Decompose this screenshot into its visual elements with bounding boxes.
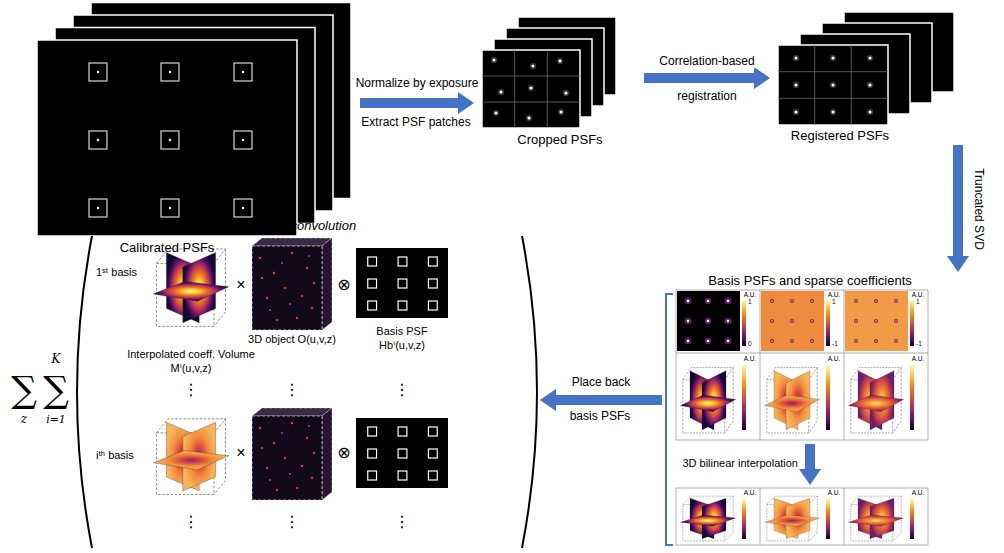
colorbar-unit: A.U.: [828, 489, 841, 496]
math-symbol: Mⁱ(u,v,z): [171, 362, 212, 375]
edge-sublabel: Extract PSF patches: [361, 116, 470, 130]
colorbar-unit: A.U.: [744, 489, 757, 496]
node-title: K weighted 2D depth-wise convolution: [136, 219, 356, 234]
operator: ⊗: [337, 276, 350, 294]
calibrated-psf-stack: [37, 3, 351, 237]
figure-caption: 3D object O(u,v,z): [248, 333, 336, 346]
node-title: Basis PSFs and sparse coefficients: [708, 274, 912, 289]
edge-label: Normalize by exposure: [356, 77, 479, 91]
row-label: 1ˢᵗ basis: [96, 266, 137, 279]
colorbar-unit: A.U.: [828, 291, 841, 298]
edge-sublabel: basis PSFs: [570, 410, 631, 424]
colorbar-tick: 1: [832, 298, 836, 305]
edge-label: Truncated SVD: [971, 168, 985, 250]
colorbar-unit: A.U.: [828, 355, 841, 362]
bracket: [666, 294, 673, 545]
operator: ×: [236, 276, 245, 294]
edge-sublabel: registration: [677, 90, 736, 104]
cropped-psf-stack: [482, 17, 616, 128]
flow-arrow: [540, 389, 662, 411]
ellipsis: ⋮: [394, 513, 410, 531]
psf-stack: Registered PSFs: [770, 0, 990, 145]
ellipsis: ⋮: [394, 381, 410, 399]
psf-stack: Cropped PSFs: [474, 0, 644, 152]
basis-grid: [676, 290, 928, 440]
node-title: Registered PSFs: [791, 129, 889, 144]
row-label: iᵗʰ basis: [96, 449, 134, 462]
math-symbol: Hbⁱ(u,v,z): [379, 339, 425, 352]
colorbar-unit: A.U.: [744, 355, 757, 362]
flow-arrow: [644, 67, 770, 89]
colorbar-tick: 0: [748, 340, 752, 347]
colorbar-tick: -1: [832, 340, 838, 347]
operator: ⊗: [337, 444, 350, 462]
figure-caption: Basis PSF: [376, 325, 427, 338]
colorbar-unit: A.U.: [744, 291, 757, 298]
sum-symbol: ∑: [11, 369, 37, 410]
colorbar-unit: A.U.: [912, 489, 925, 496]
ellipsis: ⋮: [183, 513, 199, 531]
sum-index: i=1: [46, 414, 66, 427]
colorbar-tick: 1: [916, 298, 920, 305]
ellipsis: ⋮: [183, 381, 199, 399]
ellipsis: ⋮: [284, 381, 300, 399]
figure-caption: Interpolated coeff. Volume: [127, 348, 255, 361]
colorbar-unit: A.U.: [912, 355, 925, 362]
node-title: Cropped PSFs: [517, 133, 602, 148]
interpolation-arrow: [799, 444, 821, 485]
flow-arrow: [947, 145, 969, 272]
interpolated-row: [676, 488, 928, 545]
convolution-figures: [77, 236, 537, 548]
ellipsis: ⋮: [284, 513, 300, 531]
operator: ×: [236, 444, 245, 462]
edge-label: Place back: [572, 376, 631, 390]
sum-symbol: ∑: [43, 369, 69, 410]
edge-label: Correlation-based: [659, 55, 754, 69]
arrow-label: 3D bilinear interpolation: [682, 457, 798, 470]
flow-arrow: [360, 92, 474, 114]
convolution-group: K weighted 2D depth-wise convolution: [75, 216, 540, 553]
registered-psf-stack: [778, 12, 954, 125]
colorbar-unit: A.U.: [912, 291, 925, 298]
colorbar-tick: 1: [748, 298, 752, 305]
sum-limit: K: [52, 353, 61, 367]
node-title: Calibrated PSFs: [120, 241, 215, 256]
colorbar-tick: -1: [916, 340, 922, 347]
sum-index: z: [21, 413, 27, 427]
